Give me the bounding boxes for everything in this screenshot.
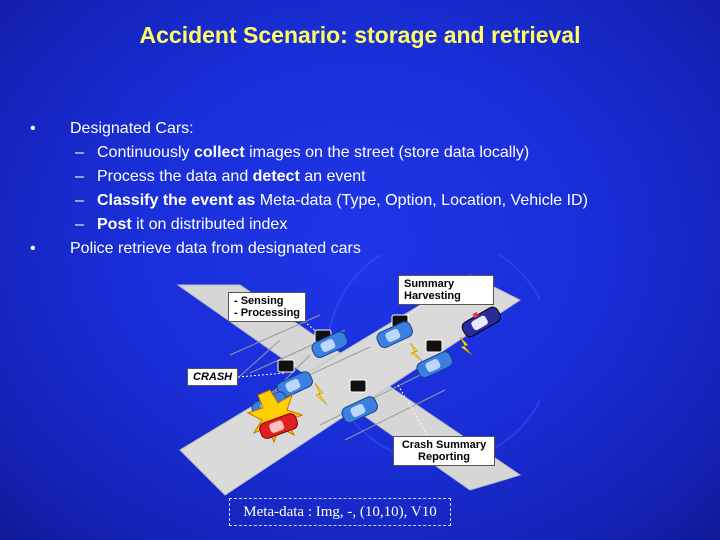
police-car-icon bbox=[461, 306, 501, 338]
subbullet-text-post: images on the street (store data locally… bbox=[244, 144, 530, 161]
subbullet-marker: – bbox=[75, 144, 84, 161]
subbullet-text-bold: Classify the event as bbox=[97, 192, 256, 209]
summary-harvesting-label: Summary Harvesting bbox=[398, 275, 494, 305]
car-icons bbox=[251, 321, 453, 424]
crashed-car-icon bbox=[259, 413, 298, 439]
crash-label: CRASH bbox=[187, 368, 239, 386]
bullet-marker: • bbox=[30, 240, 36, 257]
subbullet-marker: – bbox=[75, 192, 84, 209]
bullet-text: Police retrieve data from designated car… bbox=[70, 240, 361, 257]
bullet-text: Designated Cars: bbox=[70, 120, 194, 137]
metadata-caption: Meta-data : Img, -, (10,10), V10 bbox=[229, 498, 451, 526]
subbullet-text-post: it on distributed index bbox=[131, 216, 288, 233]
subbullet-text-post: an event bbox=[299, 168, 366, 185]
crash-summary-label: Crash Summary bbox=[401, 439, 487, 451]
reporting-label: Reporting bbox=[418, 451, 470, 463]
crash-summary-reporting-label: Crash Summary Reporting bbox=[393, 436, 495, 466]
signal-bolts bbox=[314, 336, 473, 406]
subbullet-text-pre: Continuously bbox=[97, 144, 194, 161]
harvesting-label: Harvesting bbox=[404, 290, 461, 302]
subbullet-text-bold: detect bbox=[252, 168, 300, 185]
subbullet-marker: – bbox=[75, 168, 84, 185]
slide-title: Accident Scenario: storage and retrieval bbox=[139, 22, 581, 48]
subbullet-text-bold: Post bbox=[97, 216, 132, 233]
subbullet-text-pre: Process the data and bbox=[97, 168, 253, 185]
processing-label: - Processing bbox=[234, 307, 301, 319]
subbullet-marker: – bbox=[75, 216, 84, 233]
sensing-label: - Sensing bbox=[234, 295, 284, 307]
bullet-marker: • bbox=[30, 120, 36, 137]
subbullet-text-bold: collect bbox=[193, 144, 245, 161]
sensing-processing-label: - Sensing - Processing bbox=[228, 292, 307, 322]
summary-label: Summary bbox=[404, 278, 455, 290]
subbullet-text-post: Meta-data (Type, Option, Location, Vehic… bbox=[255, 192, 588, 209]
